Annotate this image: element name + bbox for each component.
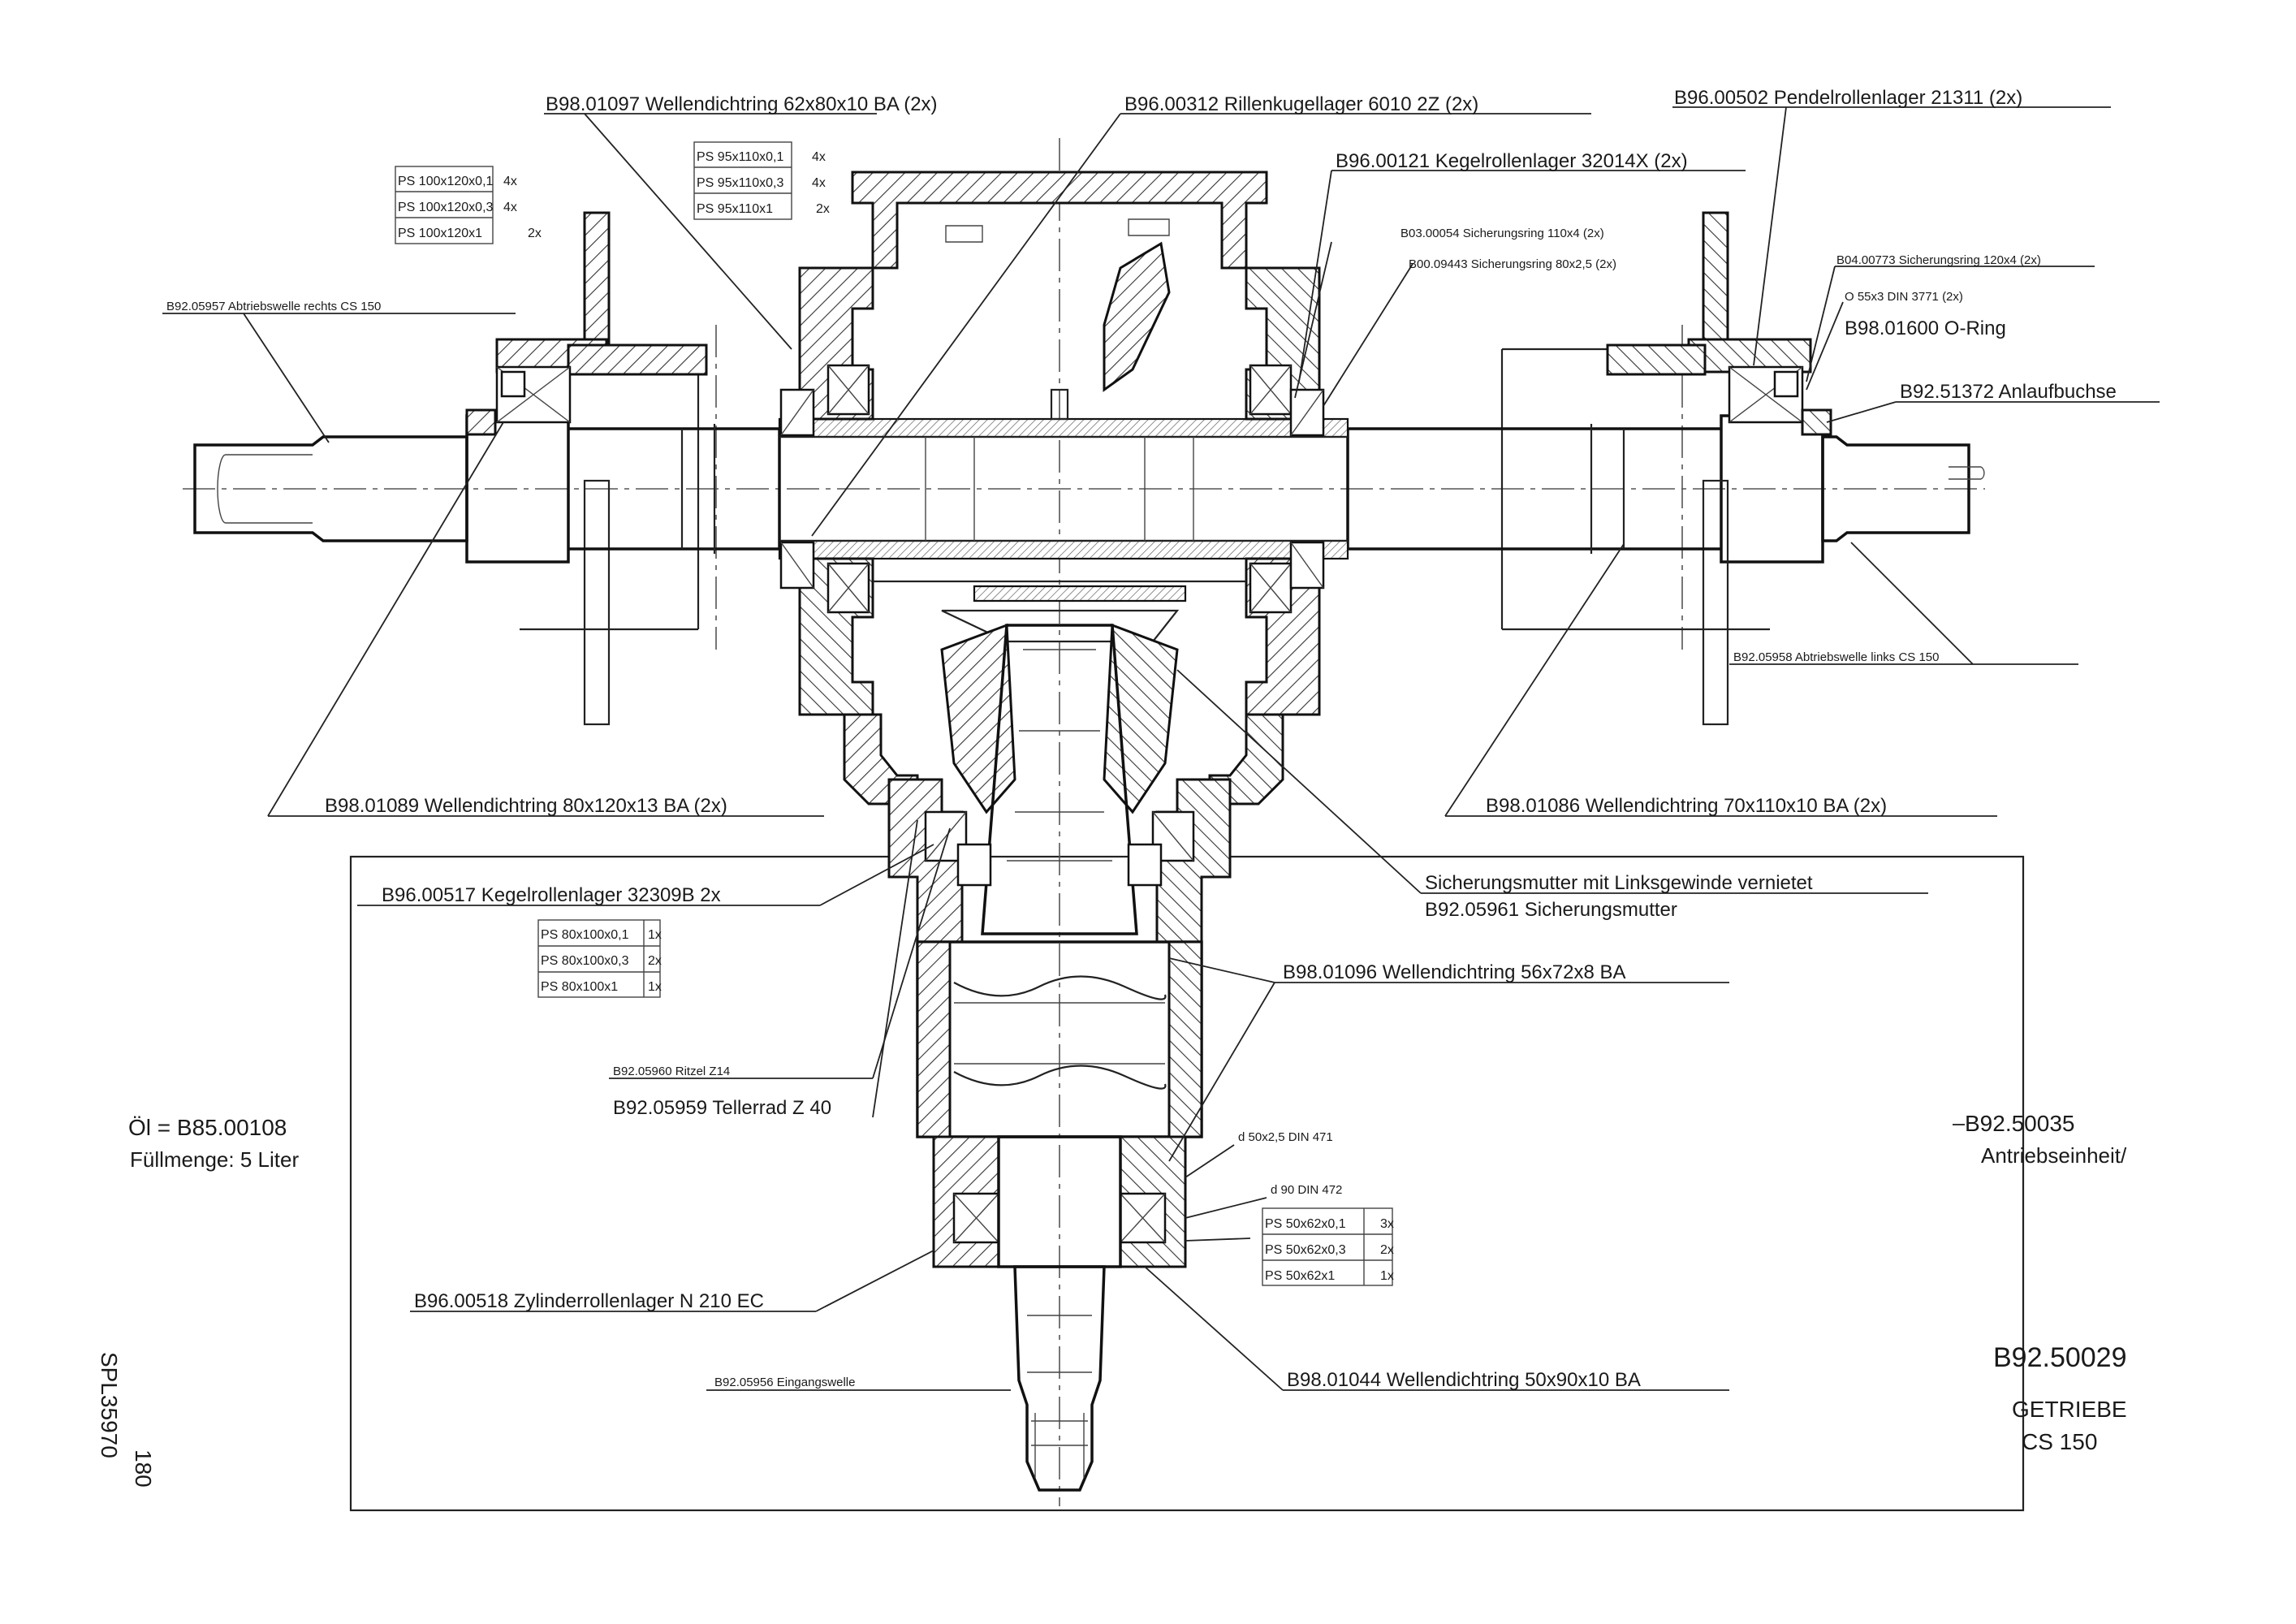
shim-table-center: PS 95x110x0,1 4x PS 95x110x0,3 4x PS 95x… <box>693 141 830 220</box>
shim-spec: PS 95x110x1 <box>697 202 773 216</box>
shim-qty: 4x <box>812 176 826 190</box>
label-circlip-472: d 90 DIN 472 <box>1271 1183 1342 1197</box>
label-oring: B98.01600 O-Ring <box>1845 317 2006 339</box>
label-seal-80: B98.01089 Wellendichtring 80x120x13 BA (… <box>325 795 727 817</box>
label-circlip-471: d 50x2,5 DIN 471 <box>1238 1130 1333 1144</box>
label-thrust-bush: B92.51372 Anlaufbuchse <box>1900 381 2117 403</box>
label-shaft-right: B92.05957 Abtriebswelle rechts CS 150 <box>166 300 381 313</box>
shim-spec: PS 100x120x0,1 <box>398 175 494 188</box>
shim-qty: 2x <box>648 954 662 968</box>
assembly-name: Antriebseinheit/ <box>1981 1143 2127 1168</box>
shim-qty: 1x <box>1380 1269 1394 1283</box>
shim-spec: PS 50x62x1 <box>1265 1269 1335 1283</box>
shim-table-input: PS 50x62x0,1 3x PS 50x62x0,3 2x PS 50x62… <box>1262 1207 1394 1286</box>
label-seal-70: B98.01086 Wellendichtring 70x110x10 BA (… <box>1486 795 1887 817</box>
label-crown-wheel: B92.05959 Tellerrad Z 40 <box>613 1097 831 1119</box>
label-seal-50: B98.01044 Wellendichtring 50x90x10 BA <box>1287 1369 1641 1391</box>
shim-spec: PS 80x100x0,3 <box>541 954 629 968</box>
side-drawing-id: SPL35970 <box>97 1352 122 1458</box>
leader-lines <box>162 106 2160 1391</box>
shim-spec: PS 95x110x0,3 <box>697 176 783 190</box>
drawing-subtitle: CS 150 <box>2022 1429 2097 1454</box>
label-locknut-title: Sicherungsmutter mit Linksgewinde vernie… <box>1425 872 1813 894</box>
shim-qty: 1x <box>648 980 662 994</box>
fill-quantity: Füllmenge: 5 Liter <box>130 1147 299 1172</box>
shim-qty: 3x <box>1380 1217 1394 1231</box>
output-shaft-right <box>193 211 781 726</box>
label-bearing-21311: B96.00502 Pendelrollenlager 21311 (2x) <box>1674 87 2022 109</box>
label-bearing-6010: B96.00312 Rillenkugellager 6010 2Z (2x) <box>1124 93 1478 115</box>
label-pinion: B92.05960 Ritzel Z14 <box>613 1065 730 1078</box>
label-oring-din: O 55x3 DIN 3771 (2x) <box>1845 290 1963 304</box>
side-page-number: 180 <box>131 1449 156 1488</box>
shim-table-left: PS 100x120x0,1 4x PS 100x120x0,3 4x PS 1… <box>395 166 542 244</box>
centerlines <box>183 138 1985 1506</box>
label-shaft-left: B92.05958 Abtriebswelle links CS 150 <box>1733 650 1940 664</box>
label-retaining-ring-2: B00.09443 Sicherungsring 80x2,5 (2x) <box>1409 257 1616 271</box>
shim-qty: 2x <box>816 202 830 216</box>
gear-housing <box>779 171 1325 806</box>
output-shaft-left <box>1346 211 1985 726</box>
label-retaining-ring-1: B03.00054 Sicherungsring 110x4 (2x) <box>1400 227 1604 240</box>
shim-spec: PS 80x100x1 <box>541 980 618 994</box>
shim-spec: PS 100x120x0,3 <box>398 201 494 214</box>
label-input-shaft: B92.05956 Eingangswelle <box>714 1376 855 1389</box>
drawing-title: GETRIEBE <box>2012 1397 2127 1422</box>
shim-qty: 4x <box>503 201 517 214</box>
label-bearing-n210: B96.00518 Zylinderrollenlager N 210 EC <box>414 1290 764 1312</box>
hollow-shaft <box>778 417 1349 560</box>
drawing-number: B92.50029 <box>1993 1342 2127 1373</box>
label-retaining-ring-3: B04.00773 Sicherungsring 120x4 (2x) <box>1836 253 2041 267</box>
shim-spec: PS 95x110x0,1 <box>697 150 783 164</box>
assembly-number: B92.50035 <box>1965 1111 2074 1136</box>
shim-spec: PS 50x62x0,1 <box>1265 1217 1346 1231</box>
shim-qty: 1x <box>648 928 662 942</box>
label-seal-62: B98.01097 Wellendichtring 62x80x10 BA (2… <box>546 93 938 115</box>
label-locknut: B92.05961 Sicherungsmutter <box>1425 899 1677 921</box>
pinion-shaft <box>887 623 1232 1492</box>
shim-spec: PS 100x120x1 <box>398 227 482 240</box>
label-seal-56: B98.01096 Wellendichtring 56x72x8 BA <box>1283 961 1626 983</box>
shim-qty: 2x <box>1380 1243 1394 1257</box>
label-bearing-32014: B96.00121 Kegelrollenlager 32014X (2x) <box>1336 150 1688 172</box>
label-bearing-32309: B96.00517 Kegelrollenlager 32309B 2x <box>382 884 721 906</box>
shim-qty: 2x <box>528 227 542 240</box>
shim-table-pinion: PS 80x100x0,1 1x PS 80x100x0,3 2x PS 80x… <box>537 919 662 998</box>
oil-spec: Öl = B85.00108 <box>128 1115 287 1140</box>
shim-qty: 4x <box>503 175 517 188</box>
shim-spec: PS 80x100x0,1 <box>541 928 629 942</box>
shim-qty: 4x <box>812 150 826 164</box>
shim-spec: PS 50x62x0,3 <box>1265 1243 1346 1257</box>
